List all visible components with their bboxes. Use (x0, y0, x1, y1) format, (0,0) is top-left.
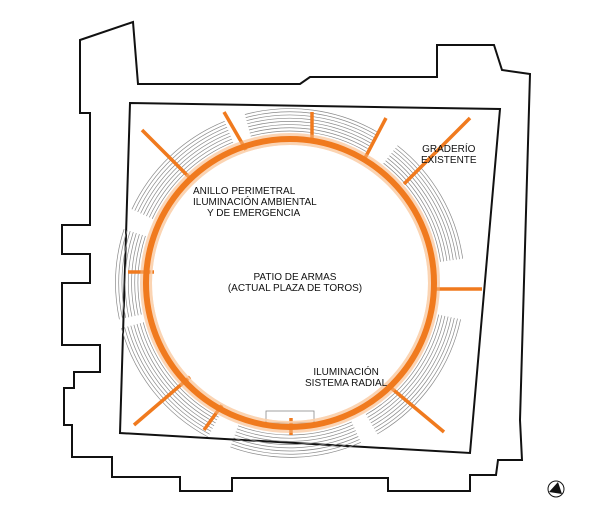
stand-arc (118, 229, 128, 319)
radial-light-bar (363, 117, 388, 159)
outer-wall-outline (61, 20, 532, 492)
stand-arc (250, 130, 367, 152)
stand-arc (391, 152, 454, 261)
stand-arc (121, 230, 131, 318)
stand-arc (133, 324, 215, 427)
existing-stands (115, 108, 464, 458)
north-arrow-icon (547, 480, 565, 498)
stand-arc (367, 315, 443, 418)
stand-arc (124, 327, 210, 435)
label-existing-stands: GRADERÍO EXISTENTE (421, 144, 477, 166)
label-perimeter-ring-line-3: Y DE EMERGENCIA (207, 208, 301, 219)
label-radial-system-line-2: SISTEMA RADIAL (305, 378, 388, 389)
stand-arc (375, 318, 458, 432)
stand-arc (249, 127, 368, 149)
stand-arc (127, 326, 212, 432)
label-courtyard-line-1: PATIO DE ARMAS (253, 272, 337, 283)
stand-arc (124, 231, 134, 318)
stand-arc (121, 328, 209, 438)
stand-arc (383, 162, 441, 262)
stand-arc (370, 316, 449, 424)
stand-arc (244, 108, 378, 133)
stand-arc (369, 315, 446, 421)
label-existing-stands-line-1: GRADERÍO (422, 144, 476, 155)
inner-wall-outline (118, 101, 502, 455)
perimeter-light-ring-inner-glow (150, 143, 430, 423)
label-perimeter-ring: ANILLO PERIMETRAL ILUMINACIÓN AMBIENTAL … (193, 186, 317, 219)
label-radial-system: ILUMINACIÓN SISTEMA RADIAL (305, 367, 387, 389)
stand-arc (230, 441, 362, 458)
stand-arc (397, 145, 464, 259)
radial-light-bar (140, 128, 192, 180)
perimeter-light-ring (143, 136, 437, 430)
stand-arc (235, 427, 355, 442)
stand-arc (134, 234, 143, 316)
label-radial-system-line-1: ILUMINACIÓN (313, 367, 379, 378)
stand-arc (233, 433, 358, 449)
stand-arc (389, 155, 451, 261)
stand-arc (115, 228, 125, 320)
stand-arc (365, 314, 440, 415)
stand-arc (128, 232, 137, 317)
stand-arc (393, 150, 457, 260)
radial-light-bar (402, 116, 472, 186)
stand-arc (387, 157, 448, 262)
stand-arc (237, 421, 352, 436)
stand-arc (373, 317, 455, 429)
stand-arc (236, 424, 354, 439)
stand-arc (137, 235, 146, 315)
label-perimeter-ring-line-1: ANILLO PERIMETRAL (193, 186, 296, 197)
stand-arc (131, 233, 140, 316)
stand-arc (372, 317, 452, 427)
label-courtyard-line-2: (ACTUAL PLAZA DE TOROS) (227, 283, 363, 294)
stand-arc (385, 160, 445, 262)
stand-arc (234, 430, 356, 445)
stand-arc (136, 323, 216, 424)
stand-arc (232, 436, 359, 452)
stand-arc (130, 325, 213, 429)
label-existing-stands-line-2: EXISTENTE (421, 155, 477, 166)
label-perimeter-ring-line-2: ILUMINACIÓN AMBIENTAL (193, 197, 317, 208)
radial-light-bar (388, 385, 446, 434)
stand-arc (142, 322, 219, 418)
stand-arc (395, 147, 460, 260)
stand-arc (377, 319, 461, 435)
stand-arc (231, 439, 360, 455)
stand-arc (139, 323, 218, 421)
label-courtyard: PATIO DE ARMAS (ACTUAL PLAZA DE TOROS) (225, 272, 365, 294)
